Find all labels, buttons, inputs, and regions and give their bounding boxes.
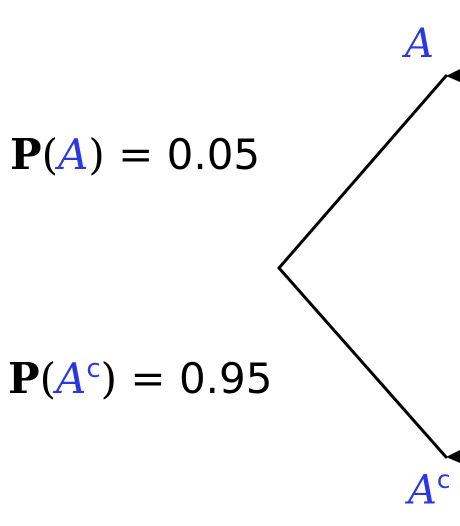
equals-sign: = [118, 130, 154, 179]
probability-value: 0.05 [166, 130, 261, 179]
complement-superscript: c [436, 465, 451, 494]
branch-line-ac [277, 266, 448, 459]
close-paren: ) [88, 130, 105, 179]
event-symbol: A [55, 354, 87, 404]
leaf-label-ac: Ac [408, 465, 451, 514]
open-paren: ( [41, 130, 58, 179]
close-paren: ) [100, 354, 118, 404]
probability-label-a: P(A) = 0.05 [10, 134, 260, 176]
probability-label-ac: P(Ac) = 0.95 [8, 356, 272, 400]
arrowhead-a [446, 69, 460, 82]
leaf-label-a: A [405, 24, 434, 64]
complement-superscript: c [86, 354, 101, 384]
event-symbol: A [408, 467, 437, 514]
arrowhead-ac [446, 450, 460, 463]
event-symbol: A [405, 21, 434, 67]
event-symbol: A [57, 130, 89, 179]
equals-sign: = [130, 354, 166, 404]
probability-function: P [10, 130, 42, 179]
branch-line-a [277, 74, 448, 270]
open-paren: ( [39, 354, 56, 404]
probability-value: 0.95 [178, 354, 273, 404]
probability-function: P [8, 354, 40, 404]
